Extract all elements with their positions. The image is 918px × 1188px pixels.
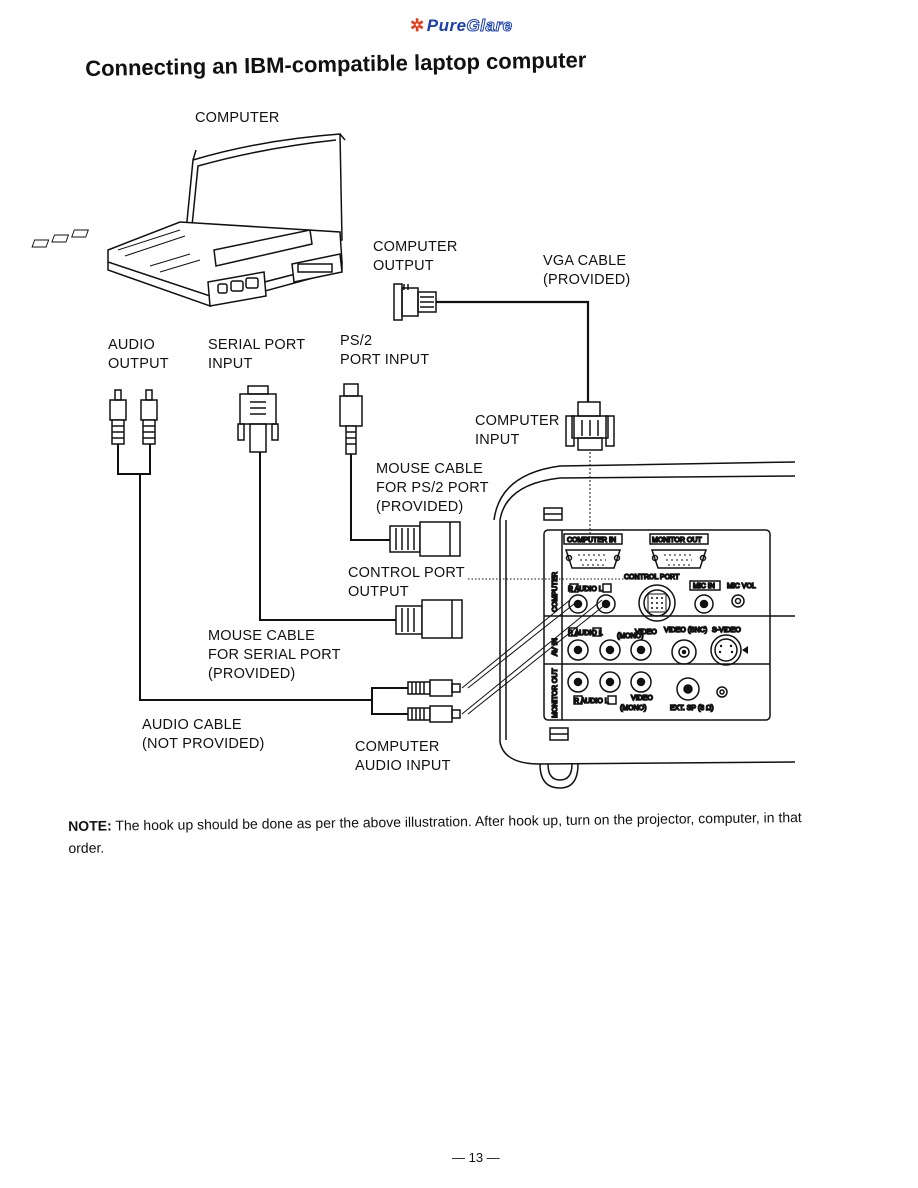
computer-input-line1: COMPUTER [475, 413, 560, 429]
vga-connector-projector-end [565, 401, 615, 451]
mouse-cable-ps2-line1: MOUSE CABLE [376, 461, 483, 477]
brand-logo: ✲PureGlare [410, 16, 513, 36]
panel-side-avin-label: AV IN [552, 638, 559, 656]
note-text: The hook up should be done as per the ab… [68, 809, 802, 856]
logo-mark-icon: ✲ [410, 16, 425, 35]
panel-mic-vol-label: MIC VOL [727, 583, 756, 590]
logo-text-glare: Glare [466, 16, 513, 36]
ps2-port-input-line2: PORT INPUT [340, 352, 430, 368]
panel-audio-monout-label: R AUDIO L [574, 698, 609, 705]
panel-computer-in-label: COMPUTER IN [567, 537, 616, 544]
computer-audio-input-label: COMPUTER AUDIO INPUT [355, 738, 451, 776]
control-port-output-line1: CONTROL PORT [348, 565, 465, 581]
ps2-port-input-label: PS/2 PORT INPUT [340, 332, 429, 370]
control-port-output-label: CONTROL PORT OUTPUT [348, 564, 465, 602]
panel-video-bnc-label: VIDEO (BNC) [664, 627, 707, 634]
audio-cable-label: AUDIO CABLE (NOT PROVIDED) [142, 716, 265, 754]
panel-audio-computer-label: R AUDIO L [568, 586, 603, 593]
rca-plugs-projector-end [407, 679, 461, 723]
control-port-output-line2: OUTPUT [348, 584, 409, 600]
computer-output-label: COMPUTER OUTPUT [373, 238, 458, 276]
panel-mic-in-label: MIC IN [693, 583, 715, 590]
computer-output-line2: OUTPUT [373, 258, 434, 274]
mouse-cable-serial-label: MOUSE CABLE FOR SERIAL PORT (PROVIDED) [208, 627, 341, 684]
audio-cable-line2: (NOT PROVIDED) [142, 736, 265, 752]
panel-control-port-label: CONTROL PORT [624, 574, 680, 581]
audio-output-label: AUDIO OUTPUT [108, 336, 169, 374]
mouse-cable-serial-line3: (PROVIDED) [208, 666, 296, 682]
ps2-port-input-line1: PS/2 [340, 333, 373, 349]
mouse-cable-ps2-label: MOUSE CABLE FOR PS/2 PORT (PROVIDED) [376, 460, 489, 517]
computer-output-line1: COMPUTER [373, 239, 458, 255]
computer-input-line2: INPUT [475, 432, 520, 448]
panel-monitor-out-label: MONITOR OUT [652, 537, 702, 544]
panel-side-computer-label: COMPUTER [552, 572, 559, 612]
mouse-plug-serial [395, 599, 463, 639]
serial-connector-computer-end [237, 385, 279, 453]
mouse-plug-ps2 [389, 521, 461, 557]
page-number: — 13 — [452, 1150, 500, 1165]
serial-port-input-line2: INPUT [208, 356, 253, 372]
serial-port-input-line1: SERIAL PORT [208, 337, 306, 353]
serial-port-input-label: SERIAL PORT INPUT [208, 336, 305, 374]
computer-input-label: COMPUTER INPUT [475, 412, 560, 450]
audio-output-line1: AUDIO [108, 337, 155, 353]
mouse-cable-serial-line1: MOUSE CABLE [208, 628, 315, 644]
note-paragraph: NOTE: The hook up should be done as per … [68, 806, 838, 859]
audio-cable-line1: AUDIO CABLE [142, 717, 242, 733]
rca-plugs-computer-end [109, 389, 158, 445]
ps2-mouse-cable [350, 454, 390, 541]
logo-text-pure: Pure [426, 16, 467, 35]
panel-audio-avin-label: R AUDIO L [568, 630, 603, 637]
panel-ext-sp-label: EXT. SP (8 Ω) [670, 705, 714, 712]
vga-cable-line2: (PROVIDED) [543, 272, 631, 288]
connection-diagram: COMPUTER IN MONITOR OUT CONTROL PORT R A… [31, 133, 796, 789]
mouse-cable-ps2-line3: (PROVIDED) [376, 499, 464, 515]
computer-audio-input-line1: COMPUTER [355, 739, 440, 755]
projector-illustration [493, 461, 796, 789]
vga-cable-label: VGA CABLE (PROVIDED) [543, 252, 630, 290]
panel-video-label: VIDEO [635, 629, 657, 636]
vga-cable [436, 300, 590, 402]
vga-connector-computer-end [393, 283, 437, 321]
audio-output-line2: OUTPUT [108, 356, 169, 372]
serial-mouse-cable [259, 452, 396, 621]
panel-mono-label: (MONO) [617, 633, 643, 640]
panel-s-video-label: S-VIDEO [712, 627, 741, 634]
computer-audio-input-line2: AUDIO INPUT [355, 758, 451, 774]
computer-label: COMPUTER [195, 110, 280, 126]
laptop-illustration [31, 133, 346, 308]
note-label: NOTE: [68, 817, 112, 834]
panel-mono-out-label: (MONO) [620, 705, 646, 712]
panel-side-monitor-out-label: MONITOR OUT [552, 668, 559, 718]
mouse-cable-ps2-line2: FOR PS/2 PORT [376, 480, 489, 496]
mouse-cable-serial-line2: FOR SERIAL PORT [208, 647, 341, 663]
panel-video-out-label: VIDEO [631, 695, 653, 702]
vga-cable-line1: VGA CABLE [543, 253, 627, 269]
ps2-connector-computer-end [339, 383, 363, 455]
